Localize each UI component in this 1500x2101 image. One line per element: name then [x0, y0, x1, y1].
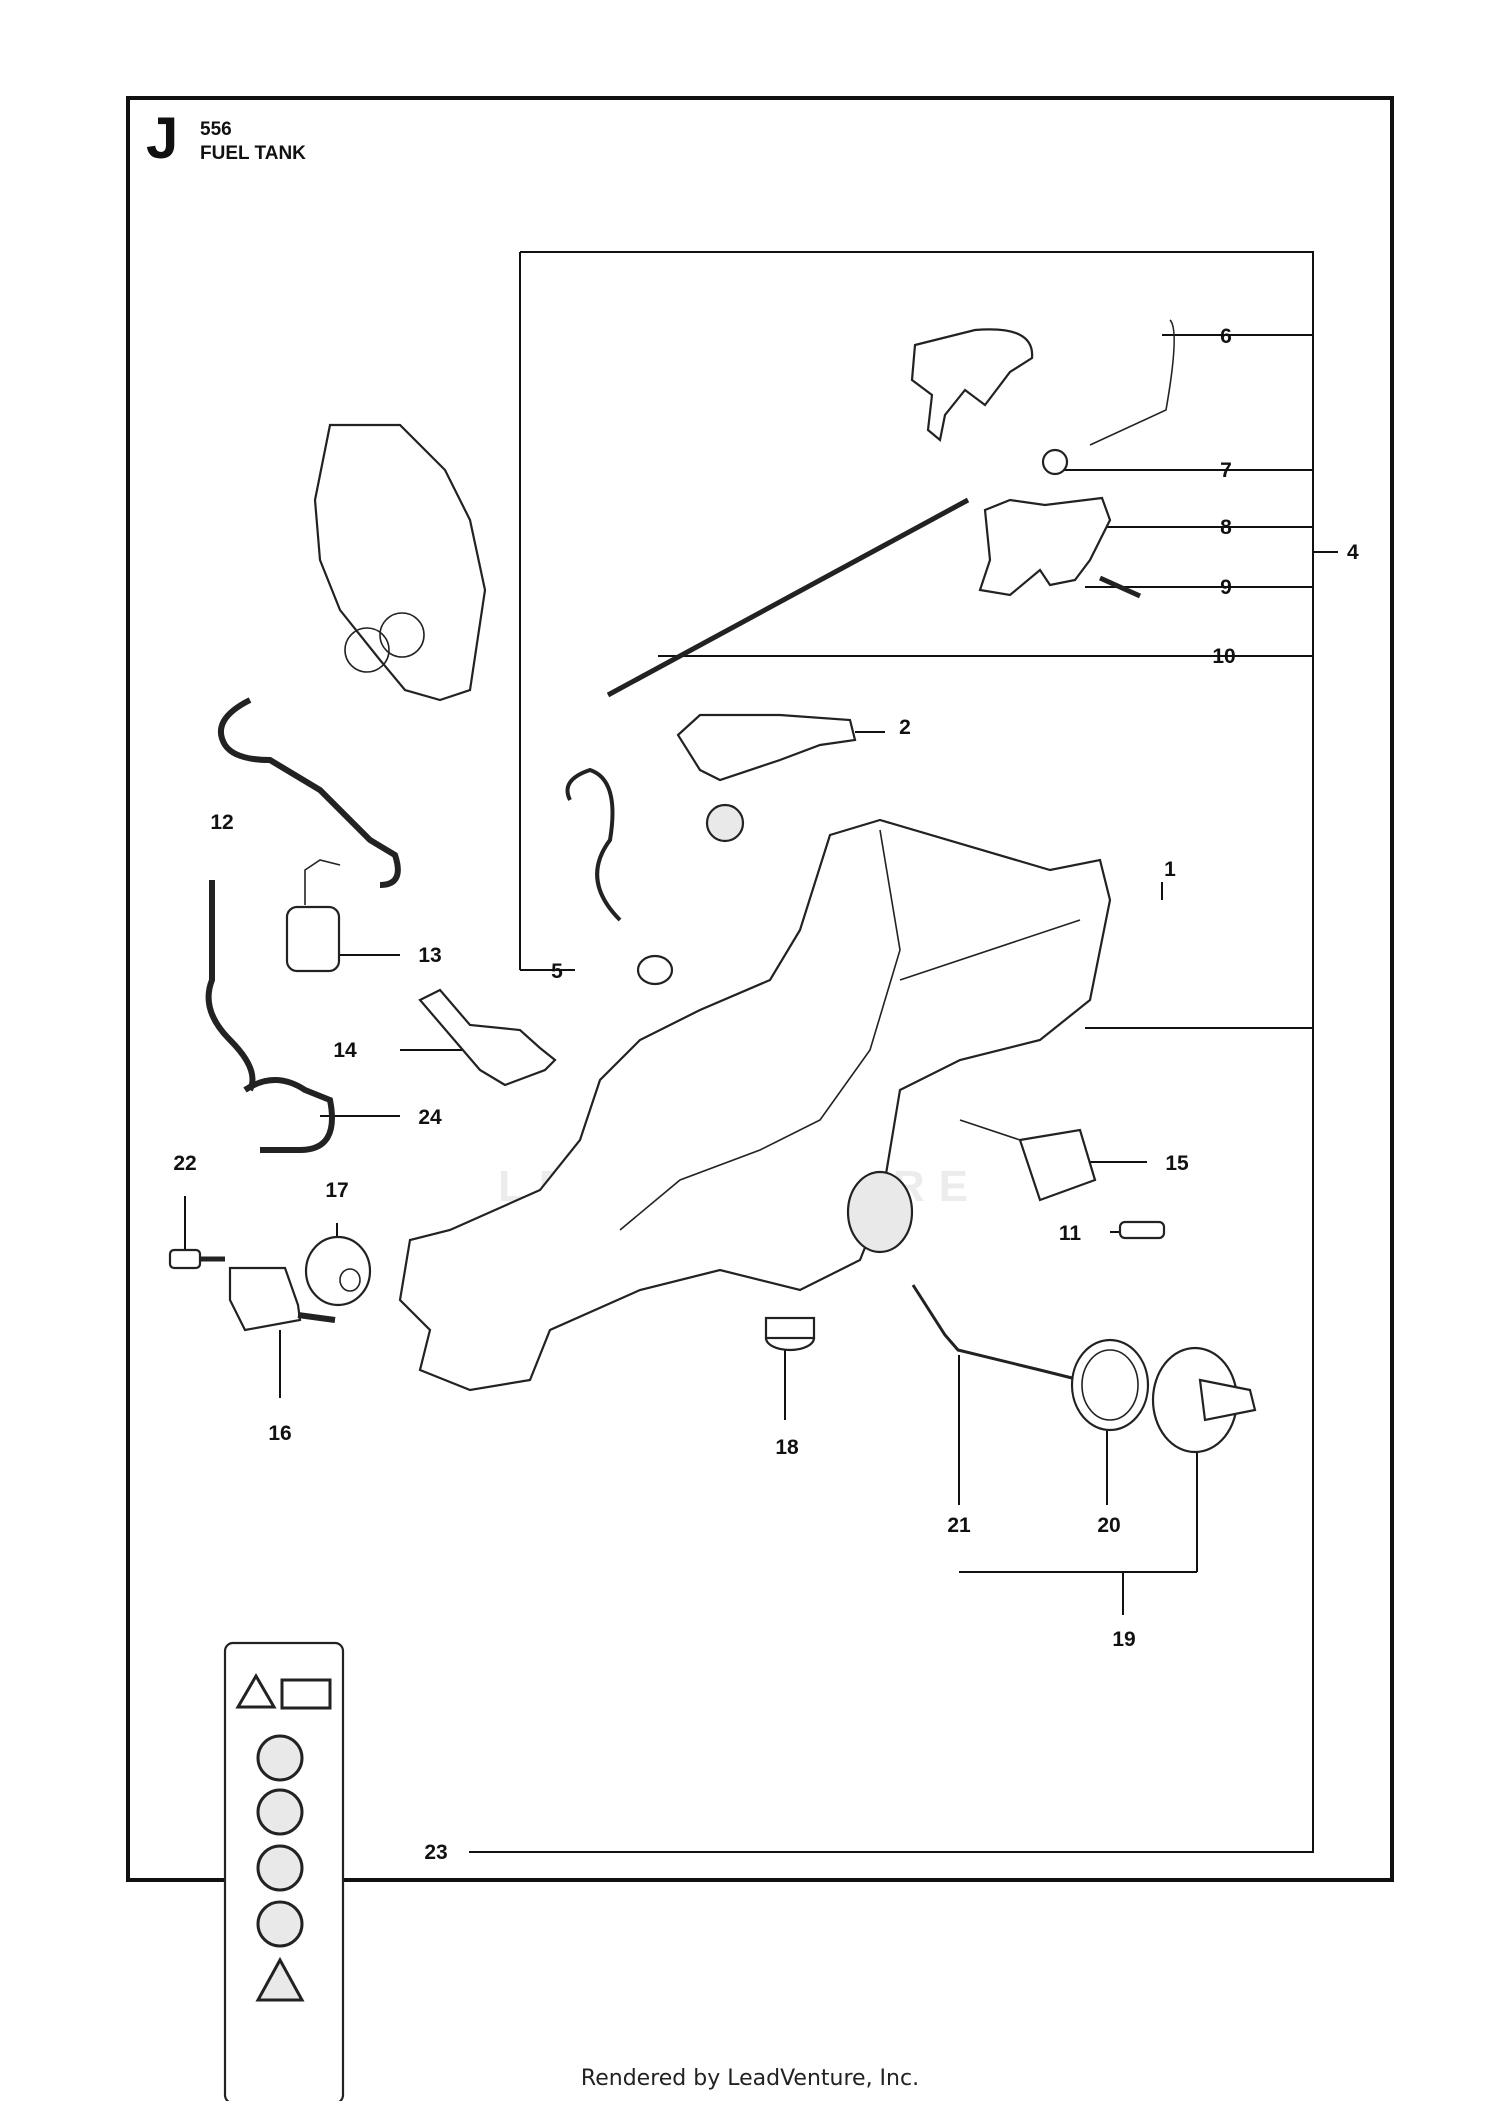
fuel-filter-part	[285, 905, 341, 973]
bracket-part	[418, 988, 557, 1087]
part-drawings	[168, 319, 1257, 2101]
air-intake-part	[676, 713, 857, 782]
av-spring-15-part	[1018, 1128, 1097, 1202]
pin-part	[1098, 575, 1142, 599]
callout-16: 16	[268, 1422, 291, 1445]
callout-21: 21	[947, 1514, 971, 1537]
return-hose-part	[243, 1077, 335, 1153]
handle-guard-part	[910, 328, 1034, 443]
hearing-protection-icon	[256, 1734, 304, 1782]
callout-20: 20	[1097, 1514, 1120, 1537]
leader-lines	[184, 334, 1313, 1615]
throttle-lock-part	[978, 496, 1112, 597]
callout-5: 5	[551, 960, 563, 983]
impulse-line-part	[205, 880, 256, 1092]
primer-bulb-part	[705, 803, 745, 843]
screw-11-part	[1118, 1220, 1166, 1240]
throttle-rod-part	[606, 497, 970, 698]
decal-symbols	[235, 1673, 332, 2002]
callout-numbers: 1 2 4 5 6 7 8 9 10 11 12 13 14 15 16 17 …	[173, 325, 1359, 1864]
damper-part	[304, 1235, 372, 1307]
callout-14: 14	[333, 1039, 357, 1062]
callout-11: 11	[1059, 1222, 1082, 1245]
fuel-hose-part	[218, 697, 401, 888]
callout-13: 13	[418, 944, 441, 967]
fuel-pickup-part	[911, 1284, 1081, 1382]
callout-17: 17	[325, 1179, 348, 1202]
callout-8: 8	[1220, 516, 1232, 539]
callout-1: 1	[1164, 858, 1176, 881]
kickback-icon	[256, 1900, 304, 1948]
carburetor-part	[313, 423, 487, 702]
callout-4: 4	[1347, 541, 1359, 564]
model-number: 556	[200, 119, 232, 140]
diagram-title: FUEL TANK	[200, 143, 306, 164]
assembly-bracket-4	[469, 251, 1338, 1853]
av-spring-16-part	[228, 1266, 302, 1332]
spring-part	[1089, 319, 1175, 446]
fuel-tank-housing-part	[398, 818, 1112, 1392]
warning-triangle-icon	[235, 1673, 277, 1709]
callout-22: 22	[173, 1152, 196, 1175]
footer-credit: Rendered by LeadVenture, Inc.	[580, 2066, 920, 2091]
section-letter: J	[146, 106, 179, 171]
callout-24: 24	[418, 1106, 442, 1129]
gloves-icon	[256, 1788, 304, 1836]
callout-9: 9	[1220, 576, 1232, 599]
callout-12: 12	[210, 811, 233, 834]
callout-7: 7	[1220, 459, 1232, 482]
callout-19: 19	[1112, 1628, 1135, 1651]
seal-ring-part	[1070, 1338, 1150, 1432]
callout-15: 15	[1165, 1152, 1189, 1175]
manual-book-icon	[280, 1678, 332, 1710]
fire-hazard-icon	[255, 1956, 305, 2002]
callout-6: 6	[1220, 325, 1232, 348]
callout-2: 2	[899, 716, 911, 739]
callout-10: 10	[1212, 645, 1235, 668]
diagram-frame	[126, 96, 1394, 1882]
callout-18: 18	[775, 1436, 799, 1459]
screw-22-part	[168, 1248, 202, 1270]
no-one-hand-icon	[256, 1844, 304, 1892]
primer-line-part	[565, 767, 622, 922]
grommet-part	[636, 954, 674, 986]
callout-23: 23	[424, 1841, 447, 1864]
